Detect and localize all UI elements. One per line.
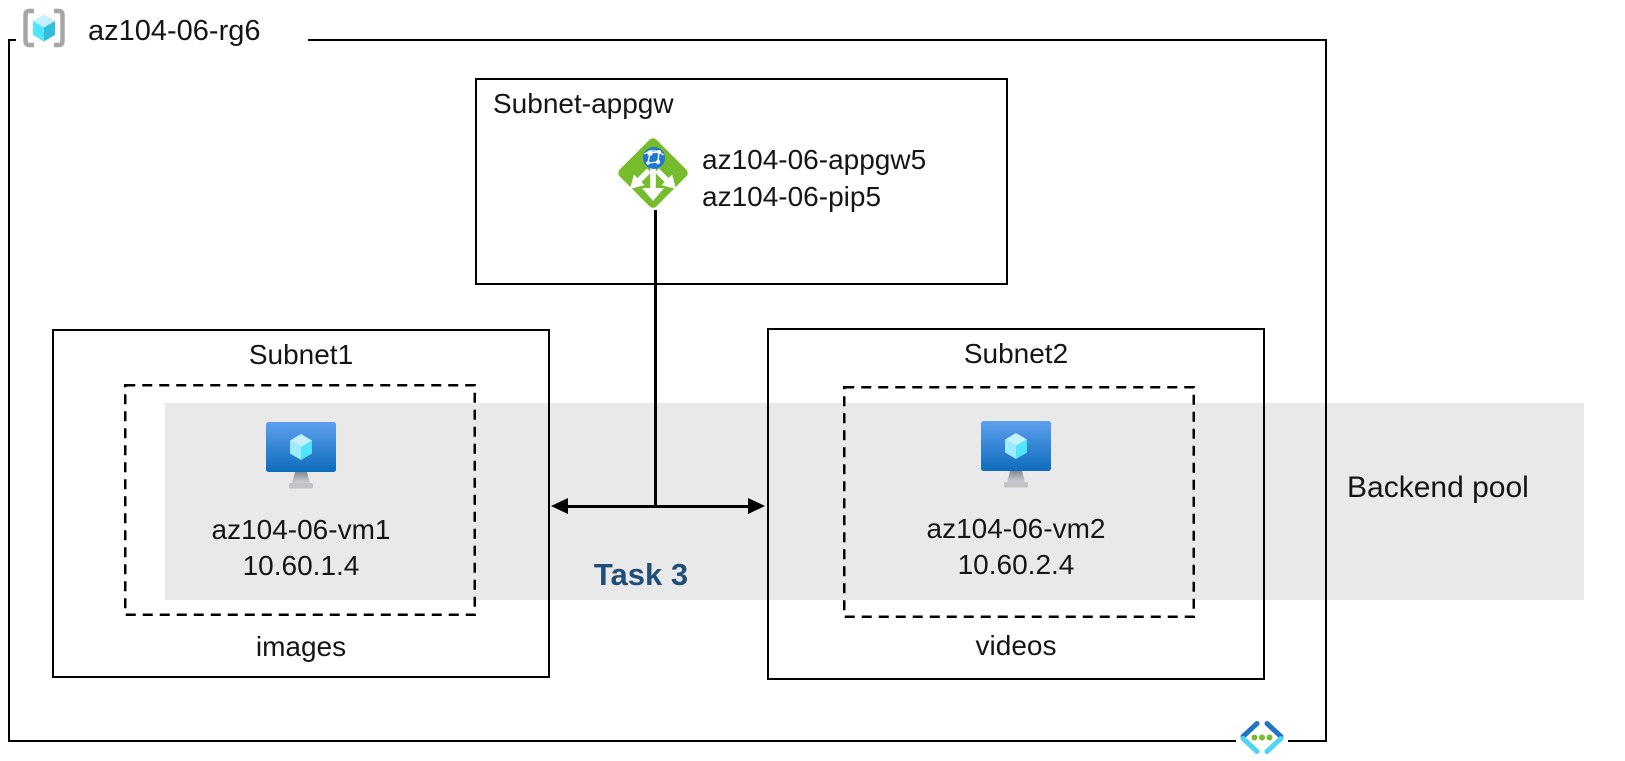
subnet1-box: Subnet1 az104-06-vm1 10.60.1.4 images bbox=[52, 329, 550, 678]
subnet-appgw-box: Subnet-appgw az104-06-appgw5 bbox=[475, 78, 1008, 285]
subnet1-backend-dashed-border bbox=[124, 384, 476, 616]
backend-pool-band bbox=[165, 403, 1584, 600]
arrowhead-right bbox=[748, 498, 765, 514]
vm1-labels: az104-06-vm1 10.60.1.4 bbox=[54, 512, 548, 584]
gateway-connector-line bbox=[654, 210, 657, 508]
backend-pool-label: Backend pool bbox=[1347, 471, 1529, 504]
vm2-ip: 10.60.2.4 bbox=[957, 549, 1075, 580]
application-gateway-icon bbox=[618, 138, 688, 208]
subnet1-title: Subnet1 bbox=[248, 339, 354, 370]
subnet-connector-line bbox=[566, 505, 750, 508]
resource-group-title: az104-06-rg6 bbox=[88, 15, 261, 47]
arrowhead-left bbox=[551, 498, 568, 514]
vm2-labels: az104-06-vm2 10.60.2.4 bbox=[769, 511, 1263, 583]
subnet2-title: Subnet2 bbox=[963, 338, 1069, 369]
public-ip-name: az104-06-pip5 bbox=[702, 181, 882, 212]
vm1-ip: 10.60.1.4 bbox=[242, 550, 360, 581]
virtual-machine-icon bbox=[266, 422, 336, 489]
subnet2-backend-dashed-border bbox=[843, 386, 1195, 618]
vm1-name: az104-06-vm1 bbox=[211, 514, 391, 545]
application-gateway-labels: az104-06-appgw5 az104-06-pip5 bbox=[702, 141, 926, 215]
resource-group-border-gap bbox=[16, 34, 308, 45]
virtual-machine-icon bbox=[981, 421, 1051, 488]
resource-group-boundary bbox=[8, 39, 1327, 742]
subnet1-caption: images bbox=[255, 631, 347, 662]
virtual-network-icon bbox=[1240, 721, 1284, 754]
resource-group-icon bbox=[23, 8, 65, 48]
subnet-appgw-title: Subnet-appgw bbox=[493, 88, 674, 119]
application-gateway-name: az104-06-appgw5 bbox=[702, 144, 927, 175]
subnet2-box: Subnet2 az104-06-vm2 10.60.2.4 videos bbox=[767, 328, 1265, 680]
task-label: Task 3 bbox=[593, 557, 689, 592]
vm2-name: az104-06-vm2 bbox=[926, 513, 1106, 544]
subnet2-caption: videos bbox=[975, 630, 1057, 661]
